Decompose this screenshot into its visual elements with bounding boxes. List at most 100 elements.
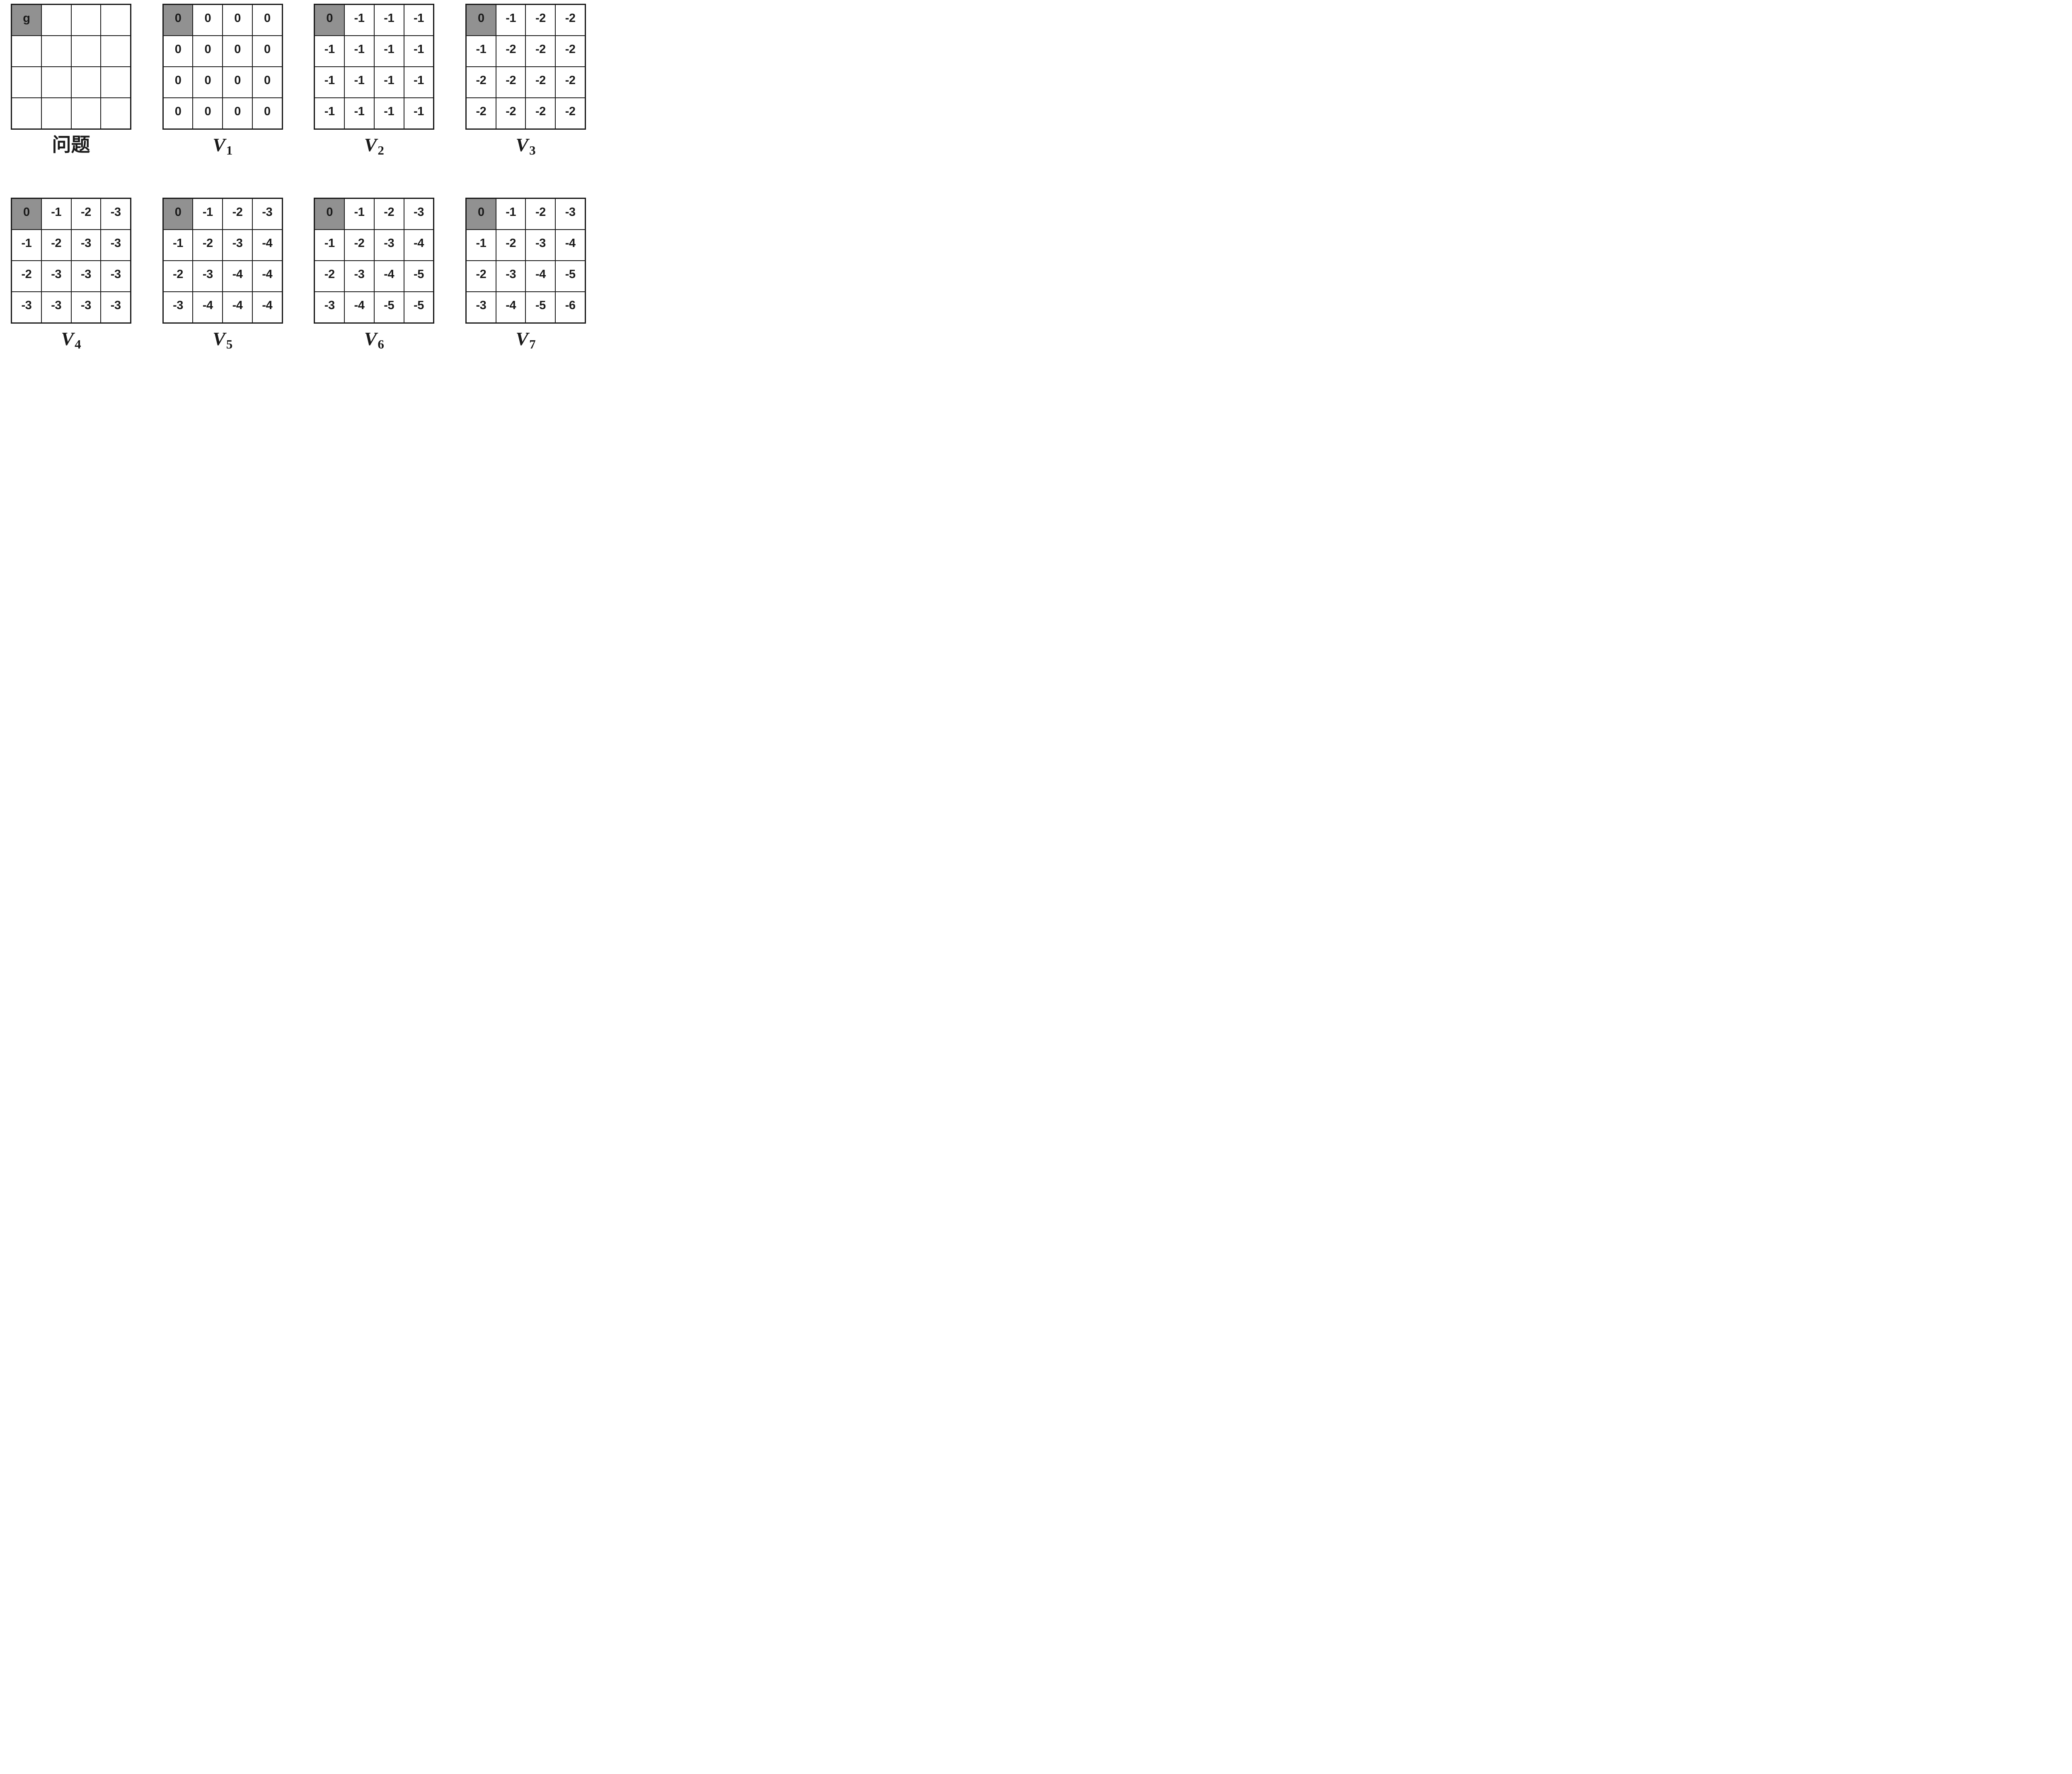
label-v3-sub: 3 — [529, 143, 536, 157]
grid-cell-V5-r1c2: -3 — [223, 230, 252, 260]
goal-cell-V4-r0c0: 0 — [12, 199, 41, 229]
grid-cell-V1-r2c3: 0 — [252, 67, 282, 97]
grid-cell-V5-r0c1: -1 — [193, 199, 223, 229]
grid-cell-V2-r2c0: -1 — [315, 67, 344, 97]
grid-cell-V4-r3c0: -3 — [12, 292, 41, 322]
goal-cell-V2-r0c0: 0 — [315, 5, 344, 35]
grid-cell-V3-r0c3: -2 — [556, 5, 585, 35]
grid-cell-V1-r0c3: 0 — [252, 5, 282, 35]
grid-cell-problem-r1c2 — [71, 36, 101, 66]
grid-cell-V4-r0c2: -2 — [71, 199, 101, 229]
grid-cell-V7-r2c1: -3 — [496, 261, 525, 291]
grid-cell-V4-r0c3: -3 — [101, 199, 130, 229]
grid-cell-V5-r0c3: -3 — [252, 199, 282, 229]
grid-cell-V6-r2c3: -5 — [404, 261, 433, 291]
grid-cell-V2-r2c3: -1 — [404, 67, 433, 97]
grid-cell-V4-r3c2: -3 — [71, 292, 101, 322]
grid-cell-V7-r3c3: -6 — [556, 292, 585, 322]
label-v4-main: V — [61, 328, 74, 349]
grid-cell-V1-r2c0: 0 — [163, 67, 193, 97]
grid-cell-V7-r1c1: -2 — [496, 230, 525, 260]
grid-cell-V2-r1c2: -1 — [374, 36, 404, 66]
grid-cell-V7-r2c2: -4 — [526, 261, 555, 291]
label-v7-main: V — [516, 328, 529, 349]
grid-cell-problem-r1c0 — [12, 36, 41, 66]
grid-cell-V7-r3c2: -5 — [526, 292, 555, 322]
grid-cell-V5-r1c3: -4 — [252, 230, 282, 260]
grid-cell-V2-r0c2: -1 — [374, 5, 404, 35]
grid-cell-V1-r1c3: 0 — [252, 36, 282, 66]
grid-v4: 0-1-2-3-1-2-3-3-2-3-3-3-3-3-3-3 — [11, 198, 131, 324]
grid-cell-V1-r1c0: 0 — [163, 36, 193, 66]
grid-cell-V4-r1c2: -3 — [71, 230, 101, 260]
panel-problem: g 问题 — [11, 4, 131, 158]
label-v5-main: V — [213, 328, 225, 349]
grid-cell-V6-r3c1: -4 — [345, 292, 374, 322]
grid-cell-V7-r2c0: -2 — [466, 261, 496, 291]
label-v2-main: V — [364, 134, 377, 155]
grid-cell-V5-r2c3: -4 — [252, 261, 282, 291]
label-v7-sub: 7 — [529, 337, 536, 351]
grid-cell-V1-r0c1: 0 — [193, 5, 223, 35]
grid-cell-V5-r1c1: -2 — [193, 230, 223, 260]
grid-cell-V5-r2c2: -4 — [223, 261, 252, 291]
grid-cell-V3-r1c1: -2 — [496, 36, 525, 66]
grid-cell-V7-r0c3: -3 — [556, 199, 585, 229]
grid-cell-V1-r1c1: 0 — [193, 36, 223, 66]
goal-cell-V5-r0c0: 0 — [163, 199, 193, 229]
label-v1-sub: 1 — [226, 143, 233, 157]
grid-cell-problem-r3c3 — [101, 98, 130, 128]
goal-cell-V6-r0c0: 0 — [315, 199, 344, 229]
grid-cell-V1-r3c1: 0 — [193, 98, 223, 128]
grid-cell-V7-r2c3: -5 — [556, 261, 585, 291]
grid-cell-V6-r2c0: -2 — [315, 261, 344, 291]
grid-cell-V6-r0c3: -3 — [404, 199, 433, 229]
grid-cell-V2-r0c3: -1 — [404, 5, 433, 35]
grid-cell-problem-r0c3 — [101, 5, 130, 35]
grid-cell-V3-r2c3: -2 — [556, 67, 585, 97]
grid-cell-V4-r1c0: -1 — [12, 230, 41, 260]
label-problem: 问题 — [52, 134, 90, 155]
grid-cell-V6-r0c2: -2 — [374, 199, 404, 229]
grid-cell-V4-r3c1: -3 — [41, 292, 71, 322]
grid-cell-problem-r2c0 — [12, 67, 41, 97]
grid-cell-V2-r3c3: -1 — [404, 98, 433, 128]
grid-cell-V7-r1c3: -4 — [556, 230, 585, 260]
grid-cell-V6-r3c3: -5 — [404, 292, 433, 322]
label-v4-sub: 4 — [75, 337, 81, 351]
grid-cell-V5-r1c0: -1 — [163, 230, 193, 260]
grid-cell-V5-r3c0: -3 — [163, 292, 193, 322]
grid-cell-V1-r3c3: 0 — [252, 98, 282, 128]
label-v1-main: V — [213, 134, 225, 155]
grid-cell-V6-r1c3: -4 — [404, 230, 433, 260]
grid-v2: 0-1-1-1-1-1-1-1-1-1-1-1-1-1-1-1 — [314, 4, 435, 130]
grid-cell-V2-r3c1: -1 — [345, 98, 374, 128]
grid-cell-V2-r1c3: -1 — [404, 36, 433, 66]
grid-cell-V1-r3c0: 0 — [163, 98, 193, 128]
grid-cell-V4-r2c2: -3 — [71, 261, 101, 291]
grid-cell-V5-r3c3: -4 — [252, 292, 282, 322]
grid-v6: 0-1-2-3-1-2-3-4-2-3-4-5-3-4-5-5 — [314, 198, 435, 324]
grid-cell-V2-r2c2: -1 — [374, 67, 404, 97]
grid-cell-V3-r3c2: -2 — [526, 98, 555, 128]
grid-cell-V2-r3c0: -1 — [315, 98, 344, 128]
grid-cell-V1-r0c2: 0 — [223, 5, 252, 35]
grid-cell-V6-r1c1: -2 — [345, 230, 374, 260]
grid-cell-V3-r0c2: -2 — [526, 5, 555, 35]
grid-cell-V6-r3c2: -5 — [374, 292, 404, 322]
grid-cell-V6-r1c2: -3 — [374, 230, 404, 260]
goal-cell-V7-r0c0: 0 — [466, 199, 496, 229]
grid-cell-V5-r3c2: -4 — [223, 292, 252, 322]
grid-cell-V3-r2c2: -2 — [526, 67, 555, 97]
grid-cell-V7-r1c0: -1 — [466, 230, 496, 260]
